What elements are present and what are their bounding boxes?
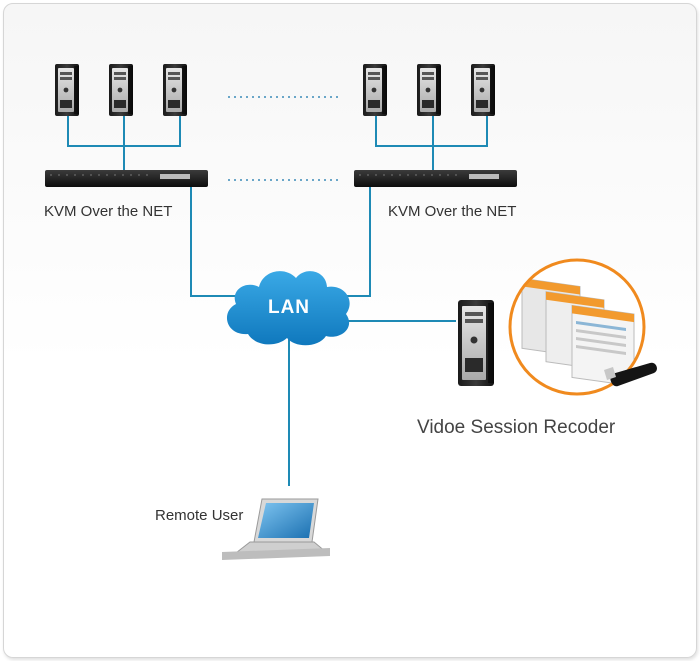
usb-dongle-icon xyxy=(610,362,657,387)
server-tower-icon xyxy=(363,64,387,116)
right-server-bus xyxy=(375,116,488,170)
recorder-label: Vidoe Session Recoder xyxy=(417,417,616,438)
left-server-bus xyxy=(67,116,181,170)
kvm-switch-left xyxy=(45,170,208,187)
remote-user-laptop xyxy=(222,498,330,560)
left-server-group xyxy=(55,64,187,116)
server-tower-icon xyxy=(471,64,495,116)
recorder-highlight xyxy=(508,258,646,396)
lan-label: LAN xyxy=(267,297,311,318)
left-kvm-to-lan xyxy=(190,187,250,297)
connector-lines xyxy=(67,116,488,486)
lan-cloud xyxy=(226,271,350,346)
kvm-right-label: KVM Over the NET xyxy=(388,203,517,220)
kvm-switch-right xyxy=(354,170,517,187)
kvm-left-label: KVM Over the NET xyxy=(44,203,173,220)
server-tower-icon xyxy=(163,64,187,116)
remote-user-label: Remote User xyxy=(155,507,244,524)
right-kvm-to-lan xyxy=(340,187,371,297)
server-tower-icon xyxy=(55,64,79,116)
server-tower-icon xyxy=(417,64,441,116)
cloud-icon xyxy=(226,271,350,346)
screenshots-icon xyxy=(521,277,635,387)
right-server-group xyxy=(363,64,495,116)
server-tower-icon xyxy=(109,64,133,116)
dotted-continuation xyxy=(228,96,340,181)
recorder-server xyxy=(458,300,494,386)
usb-dongle xyxy=(604,362,657,387)
